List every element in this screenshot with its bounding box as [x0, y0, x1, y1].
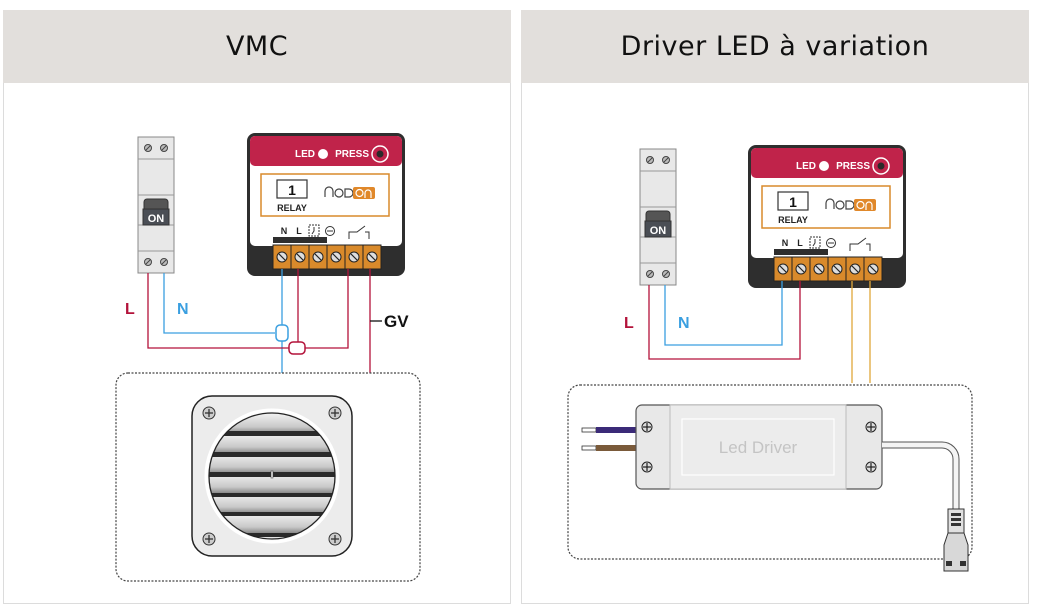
- wires: [147, 269, 371, 373]
- input-wire-brown: [596, 445, 636, 451]
- relay-label: RELAY: [277, 203, 307, 213]
- load-enclosure: [115, 372, 421, 582]
- panel-header: Driver LED à variation: [521, 10, 1029, 83]
- input-wire-purple: [596, 427, 636, 433]
- terminal-label-l: L: [797, 238, 803, 248]
- live-wire: [648, 281, 801, 360]
- neutral-label: N: [177, 301, 189, 318]
- panel-title: Driver LED à variation: [620, 31, 930, 62]
- panel-title: VMC: [225, 31, 289, 62]
- press-label: PRESS: [335, 149, 369, 160]
- led-label: LED: [295, 149, 315, 160]
- live-label: L: [125, 301, 135, 318]
- terminal-block: [773, 256, 883, 282]
- press-label: PRESS: [836, 161, 870, 172]
- neutral-wire: [163, 273, 275, 334]
- panel-header: VMC: [3, 10, 511, 83]
- wires: [648, 281, 871, 383]
- nodon-logo-icon: [324, 186, 375, 199]
- terminal-block: [272, 244, 382, 270]
- led-driver-device: Led Driver: [581, 404, 969, 572]
- dc-connector-icon: [943, 508, 969, 572]
- live-wire: [147, 269, 349, 349]
- circuit-breaker: ON: [639, 148, 677, 286]
- breaker-switch-label: ON: [148, 213, 165, 225]
- ventilation-grille-icon: [191, 395, 353, 557]
- nodon-relay-module: LED PRESS 1 RELAY N L: [748, 145, 906, 288]
- led-driver-panel: Driver LED à variation ON: [521, 10, 1029, 604]
- fan-label: GV: [384, 312, 409, 331]
- live-label: L: [624, 315, 634, 332]
- vmc-wiring-diagram: ON LED PRESS 1 RELAY: [4, 83, 510, 603]
- terminal-label-n: N: [782, 238, 789, 248]
- relay-label: RELAY: [778, 215, 808, 225]
- led-indicator-icon: [318, 149, 328, 159]
- circuit-breaker: ON: [137, 136, 175, 274]
- led-label: LED: [796, 161, 816, 172]
- channel-number: 1: [288, 182, 296, 198]
- terminal-label-l: L: [296, 226, 302, 236]
- led-driver-label: Led Driver: [719, 438, 798, 457]
- channel-number: 1: [789, 194, 797, 210]
- led-indicator-icon: [819, 161, 829, 171]
- nodon-relay-module: LED PRESS 1 RELAY N L: [247, 133, 405, 276]
- terminal-label-n: N: [281, 226, 288, 236]
- breaker-switch-label: ON: [650, 225, 667, 237]
- neutral-wire: [664, 281, 783, 346]
- neutral-label: N: [678, 315, 690, 332]
- vmc-panel: VMC ON LED: [3, 10, 511, 604]
- led-driver-wiring-diagram: ON LED PRESS 1 RELAY: [522, 83, 1028, 603]
- load-enclosure: [567, 384, 973, 560]
- live-connector-icon: [288, 341, 306, 355]
- neutral-connector-icon: [275, 324, 289, 342]
- nodon-logo-icon: [825, 198, 876, 211]
